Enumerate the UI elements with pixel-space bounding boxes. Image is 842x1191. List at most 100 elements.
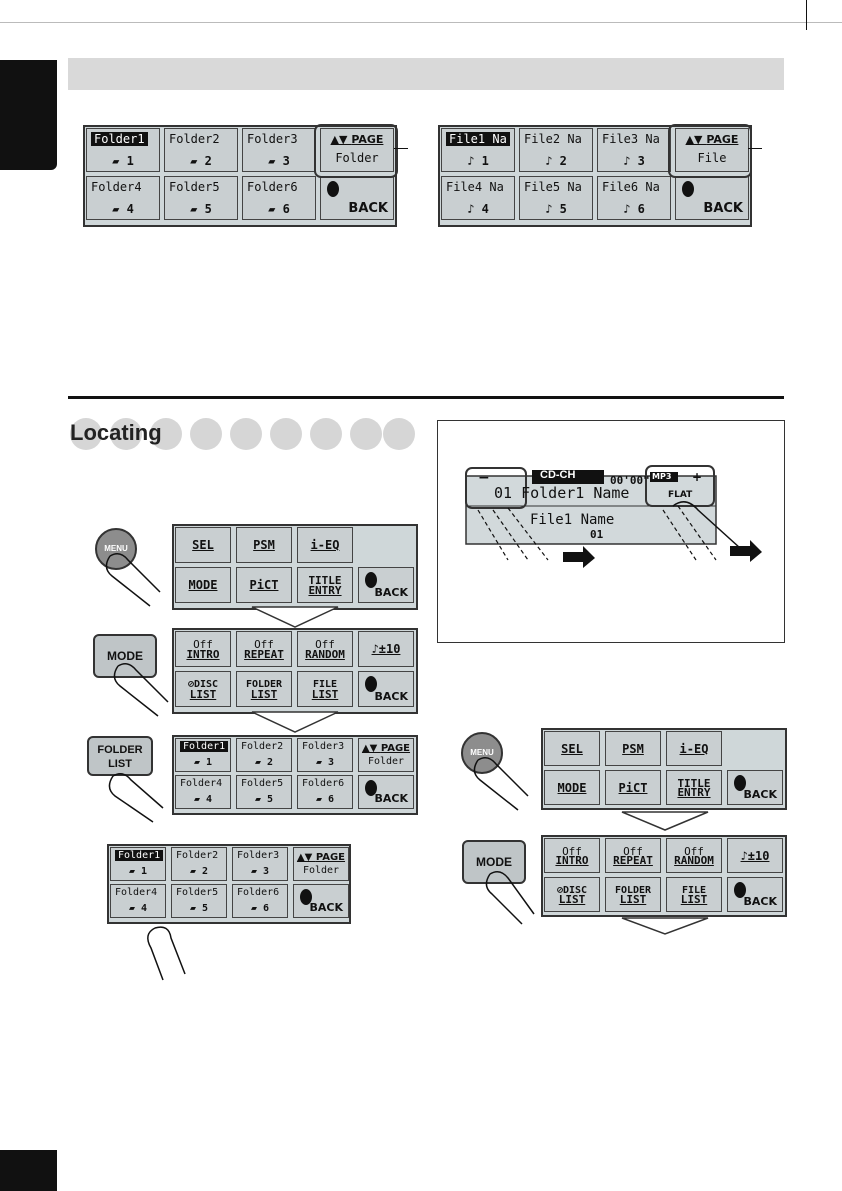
folder-item-button[interactable]: Folder5▰ 5 bbox=[236, 775, 292, 809]
folder-item-button[interactable]: Folder1▰ 1 bbox=[110, 847, 166, 881]
folder-item-button[interactable]: Folder1▰ 1 bbox=[175, 738, 231, 772]
item-number: ♪ 4 bbox=[442, 202, 514, 216]
back-button[interactable]: BACK bbox=[293, 884, 349, 918]
finger-icon bbox=[110, 658, 170, 718]
folder-item-button[interactable]: Folder4▰ 4 bbox=[86, 176, 160, 220]
item-number-value: 5 bbox=[205, 202, 212, 216]
item-number-value: 4 bbox=[482, 202, 489, 216]
back-button[interactable]: BACK bbox=[358, 567, 414, 603]
folder-item-button[interactable]: Folder6▰ 6 bbox=[297, 775, 353, 809]
folder-item-button[interactable]: Folder2▰ 2 bbox=[236, 738, 292, 772]
folder-icon: ▰ bbox=[112, 154, 126, 168]
item-number: ▰ 2 bbox=[237, 757, 291, 768]
folder-item-button[interactable]: Folder3▰ 3 bbox=[242, 128, 316, 172]
back-button[interactable]: BACK bbox=[320, 176, 394, 220]
option-label-2: LIST bbox=[237, 688, 291, 701]
button-label-2: ENTRY bbox=[667, 786, 721, 799]
folder-item-button[interactable]: Folder6▰ 6 bbox=[232, 884, 288, 918]
menu-sel-button[interactable]: SEL bbox=[544, 731, 600, 766]
file-item-button[interactable]: File1 Na♪ 1 bbox=[441, 128, 515, 172]
folder-item-button[interactable]: Folder2▰ 2 bbox=[171, 847, 227, 881]
file-item-button[interactable]: File6 Na♪ 6 bbox=[597, 176, 671, 220]
lcd-minus[interactable]: − bbox=[478, 470, 490, 486]
folder-item-button[interactable]: Folder4▰ 4 bbox=[110, 884, 166, 918]
folder-icon: ▰ bbox=[190, 903, 202, 914]
item-number: ▰ 5 bbox=[172, 903, 226, 914]
item-name: Folder4 bbox=[180, 778, 222, 789]
item-number-value: 3 bbox=[328, 757, 334, 768]
option-label: INTRO bbox=[545, 854, 599, 867]
menu-mode-button[interactable]: MODE bbox=[175, 567, 231, 603]
back-button[interactable]: BACK bbox=[358, 671, 414, 707]
mode-option-button[interactable]: ♪±10 bbox=[358, 631, 414, 667]
file-item-button[interactable]: File3 Na♪ 3 bbox=[597, 128, 671, 172]
item-number: ▰ 4 bbox=[111, 903, 165, 914]
mode-option-button[interactable]: ♪±10 bbox=[727, 838, 783, 873]
menu-sel-button[interactable]: SEL bbox=[175, 527, 231, 563]
music-file-icon: ♪ bbox=[467, 202, 481, 216]
item-number-value: 6 bbox=[328, 794, 334, 805]
item-number-value: 5 bbox=[560, 202, 567, 216]
folder-item-button[interactable]: Folder3▰ 3 bbox=[297, 738, 353, 772]
item-number-value: 5 bbox=[267, 794, 273, 805]
back-button[interactable]: BACK bbox=[727, 877, 783, 912]
menu-psm-button[interactable]: PSM bbox=[605, 731, 661, 766]
folder-item-button[interactable]: Folder2▰ 2 bbox=[164, 128, 238, 172]
page-type-label: Folder bbox=[359, 756, 413, 767]
file-item-button[interactable]: File5 Na♪ 5 bbox=[519, 176, 593, 220]
folder-icon: ▰ bbox=[255, 794, 267, 805]
item-name: Folder1 bbox=[180, 741, 228, 752]
file-item-button[interactable]: File2 Na♪ 2 bbox=[519, 128, 593, 172]
item-number: ▰ 1 bbox=[87, 154, 159, 168]
item-number: ▰ 3 bbox=[233, 866, 287, 877]
folder-item-button[interactable]: Folder1▰ 1 bbox=[86, 128, 160, 172]
item-number: ▰ 6 bbox=[298, 794, 352, 805]
folder-item-button[interactable]: Folder5▰ 5 bbox=[171, 884, 227, 918]
crop-mark bbox=[806, 0, 807, 30]
menu-ieq-button[interactable]: i-EQ bbox=[297, 527, 353, 563]
lcd-plus[interactable]: + bbox=[692, 470, 702, 484]
file-item-button[interactable]: File4 Na♪ 4 bbox=[441, 176, 515, 220]
menu-psm-button[interactable]: PSM bbox=[236, 527, 292, 563]
menu-mode-button[interactable]: MODE bbox=[544, 770, 600, 805]
page-label: ▲▼ PAGE bbox=[294, 852, 348, 863]
folder-item-button[interactable]: Folder5▰ 5 bbox=[164, 176, 238, 220]
page-text: PAGE bbox=[316, 852, 345, 863]
back-button[interactable]: BACK bbox=[675, 176, 749, 220]
menu-pict-button[interactable]: PiCT bbox=[236, 567, 292, 603]
item-name: File3 Na bbox=[602, 132, 660, 146]
item-number: ▰ 3 bbox=[298, 757, 352, 768]
music-file-icon: ♪ bbox=[623, 154, 637, 168]
folder-item-button[interactable]: Folder3▰ 3 bbox=[232, 847, 288, 881]
item-name: Folder6 bbox=[237, 887, 279, 898]
item-number: ▰ 4 bbox=[176, 794, 230, 805]
menu-pict-button[interactable]: PiCT bbox=[605, 770, 661, 805]
option-label-2: LIST bbox=[667, 893, 721, 906]
folder-item-button[interactable]: Folder6▰ 6 bbox=[242, 176, 316, 220]
item-number-value: 4 bbox=[206, 794, 212, 805]
callout-line bbox=[748, 148, 762, 149]
menu-ieq-button[interactable]: i-EQ bbox=[666, 731, 722, 766]
back-button[interactable]: BACK bbox=[727, 770, 783, 805]
back-button[interactable]: BACK bbox=[358, 775, 414, 809]
option-label: INTRO bbox=[176, 648, 230, 661]
item-number-value: 5 bbox=[202, 903, 208, 914]
folder-item-button[interactable]: Folder4 ▰ 4 bbox=[175, 775, 231, 809]
language-tab bbox=[0, 60, 57, 170]
